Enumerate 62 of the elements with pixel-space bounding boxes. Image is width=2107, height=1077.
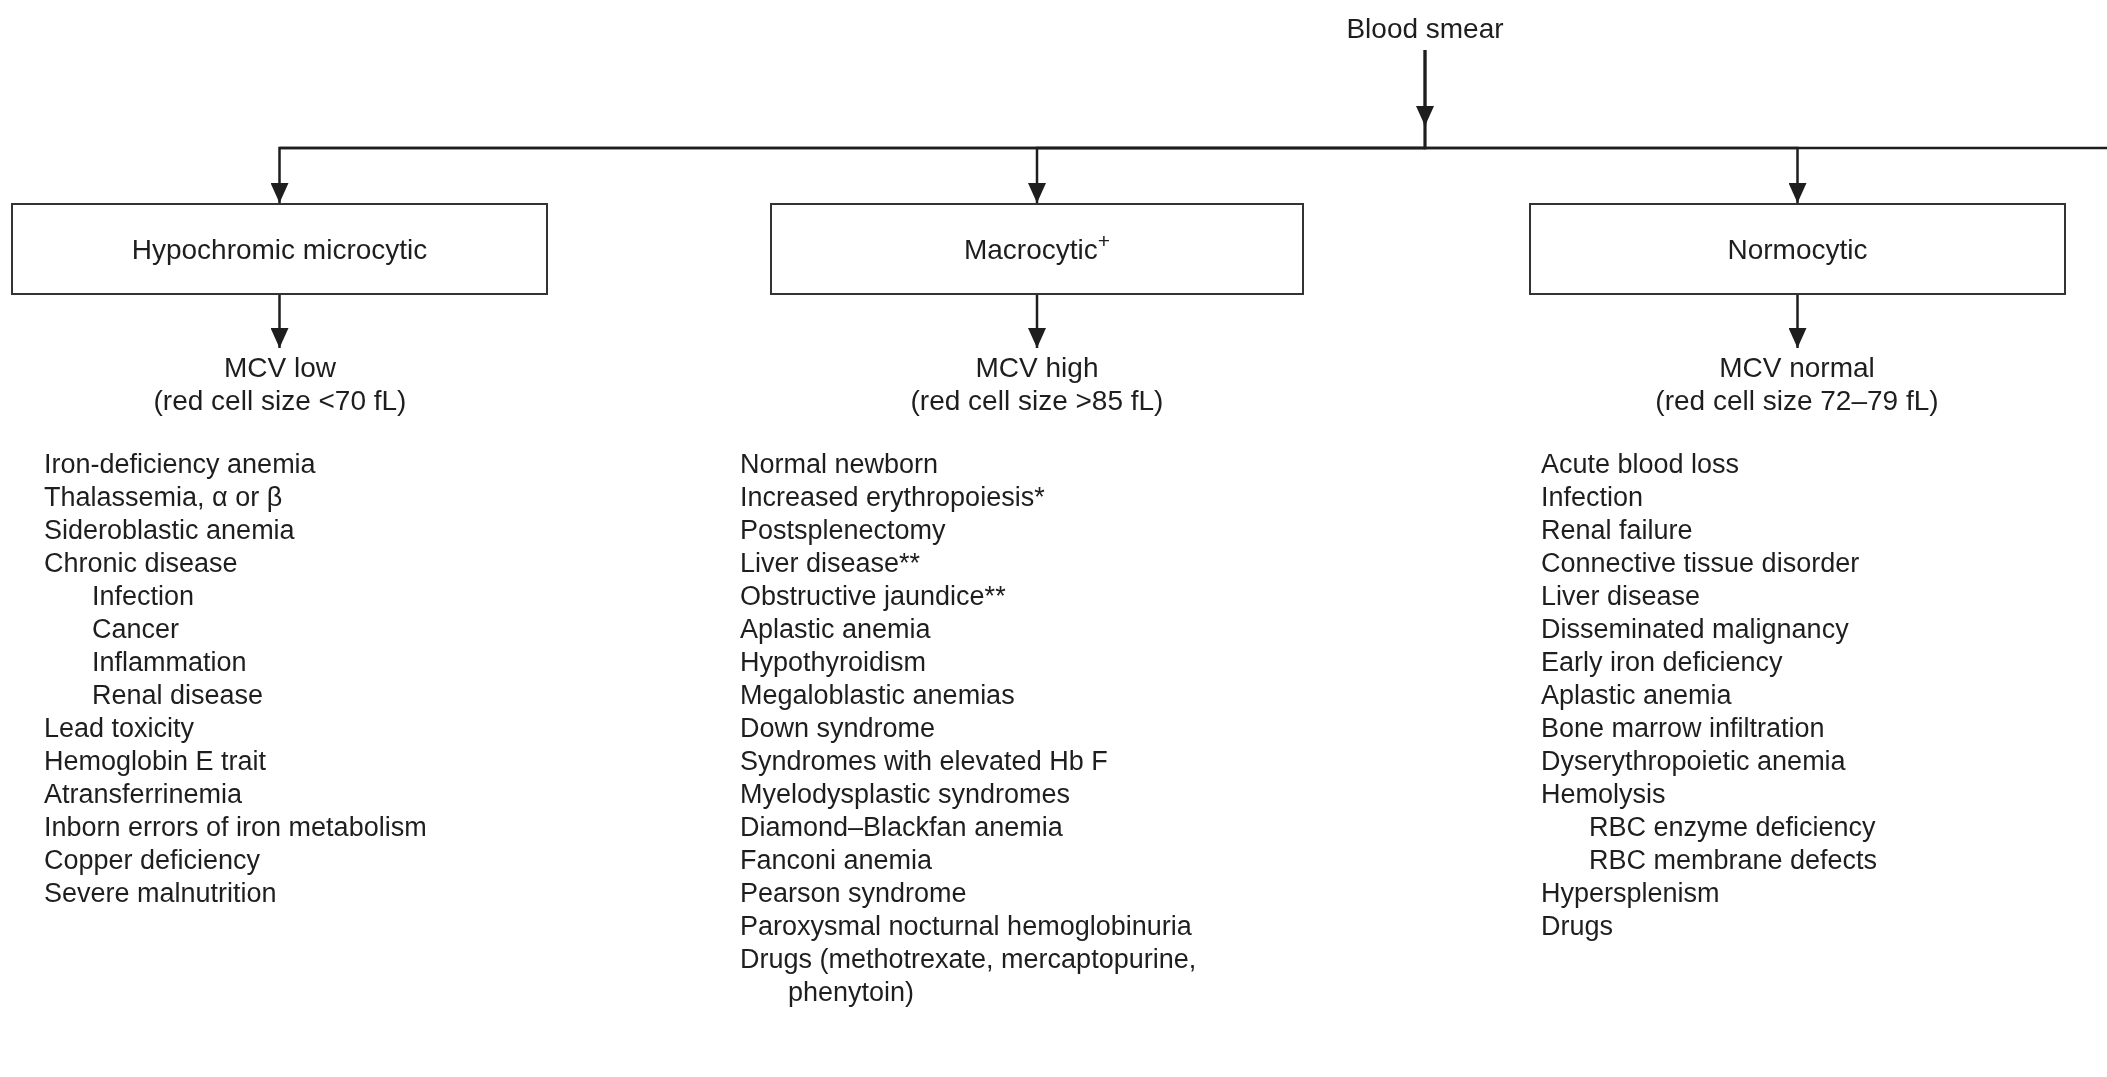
cause-item: Infection bbox=[1540, 481, 1645, 514]
category-box bbox=[770, 203, 1304, 295]
size-range-label: (red cell size <70 fL) bbox=[153, 384, 407, 417]
mcv-label: MCV high bbox=[975, 351, 1099, 384]
cause-item: Hypersplenism bbox=[1540, 877, 1721, 910]
cause-item: Down syndrome bbox=[739, 712, 937, 745]
cause-item: Pearson syndrome bbox=[739, 877, 968, 910]
cause-item: Aplastic anemia bbox=[739, 613, 932, 646]
arrow bbox=[1788, 295, 1807, 348]
cause-item: Connective tissue disorder bbox=[1540, 547, 1861, 580]
cause-item: Early iron deficiency bbox=[1540, 646, 1784, 679]
category-box bbox=[1529, 203, 2066, 295]
category-label: Hypochromic microcytic bbox=[131, 232, 428, 266]
cause-item: Acute blood loss bbox=[1540, 448, 1741, 481]
cause-item: Hypothyroidism bbox=[739, 646, 928, 679]
cause-item: Lead toxicity bbox=[43, 712, 196, 745]
cause-item: Hemoglobin E trait bbox=[43, 745, 268, 778]
category-box bbox=[11, 203, 548, 295]
cause-item: Megaloblastic anemias bbox=[739, 679, 1016, 712]
arrow bbox=[270, 295, 289, 348]
cause-item: Iron-deficiency anemia bbox=[43, 448, 317, 481]
cause-item: Diamond–Blackfan anemia bbox=[739, 811, 1064, 844]
arrow bbox=[1028, 295, 1046, 348]
cause-item: Infection bbox=[91, 580, 196, 613]
cause-item: RBC enzyme deficiency bbox=[1588, 811, 1877, 844]
cause-item: Inborn errors of iron metabolism bbox=[43, 811, 428, 844]
cause-item: Normal newborn bbox=[739, 448, 940, 481]
cause-item: Liver disease** bbox=[739, 547, 922, 580]
cause-item: Myelodysplastic syndromes bbox=[739, 778, 1072, 811]
cause-item: Sideroblastic anemia bbox=[43, 514, 296, 547]
cause-item: Copper deficiency bbox=[43, 844, 262, 877]
cause-item: Disseminated malignancy bbox=[1540, 613, 1850, 646]
cause-item: Renal disease bbox=[91, 679, 265, 712]
cause-item: Aplastic anemia bbox=[1540, 679, 1733, 712]
cause-item: Atransferrinemia bbox=[43, 778, 244, 811]
cause-item: Postsplenectomy bbox=[739, 514, 947, 547]
cause-item: Inflammation bbox=[91, 646, 248, 679]
category-label: Normocytic bbox=[1727, 232, 1868, 266]
cause-item: Liver disease bbox=[1540, 580, 1702, 613]
cause-item: RBC membrane defects bbox=[1588, 844, 1879, 877]
cause-item: Paroxysmal nocturnal hemoglobinuria bbox=[739, 910, 1193, 943]
cause-item: Severe malnutrition bbox=[43, 877, 278, 910]
cause-item: Hemolysis bbox=[1540, 778, 1667, 811]
cause-item: Increased erythropoiesis* bbox=[739, 481, 1046, 514]
cause-item: Dyserythropoietic anemia bbox=[1540, 745, 1847, 778]
cause-item: Syndromes with elevated Hb F bbox=[739, 745, 1109, 778]
cause-item: Fanconi anemia bbox=[739, 844, 934, 877]
cause-item: Renal failure bbox=[1540, 514, 1694, 547]
root-label: Blood smear bbox=[1346, 11, 1504, 45]
cause-item: Thalassemia, α or β bbox=[43, 481, 284, 514]
cause-item: Drugs (methotrexate, mercaptopurine, phenytoin) bbox=[739, 943, 1198, 1009]
size-range-label: (red cell size 72–79 fL) bbox=[1655, 384, 1939, 417]
arrow bbox=[1423, 50, 1807, 203]
cause-item: Bone marrow infiltration bbox=[1540, 712, 1826, 745]
cause-item: Obstructive jaundice** bbox=[739, 580, 1007, 613]
cause-item: Chronic disease bbox=[43, 547, 239, 580]
category-label: Macrocytic$^{+}$ bbox=[963, 232, 1111, 266]
mcv-label: MCV low bbox=[224, 351, 336, 384]
size-range-label: (red cell size >85 fL) bbox=[910, 384, 1164, 417]
mcv-label: MCV normal bbox=[1719, 351, 1875, 384]
cause-item: Cancer bbox=[91, 613, 181, 646]
cause-item: Drugs bbox=[1540, 910, 1615, 943]
